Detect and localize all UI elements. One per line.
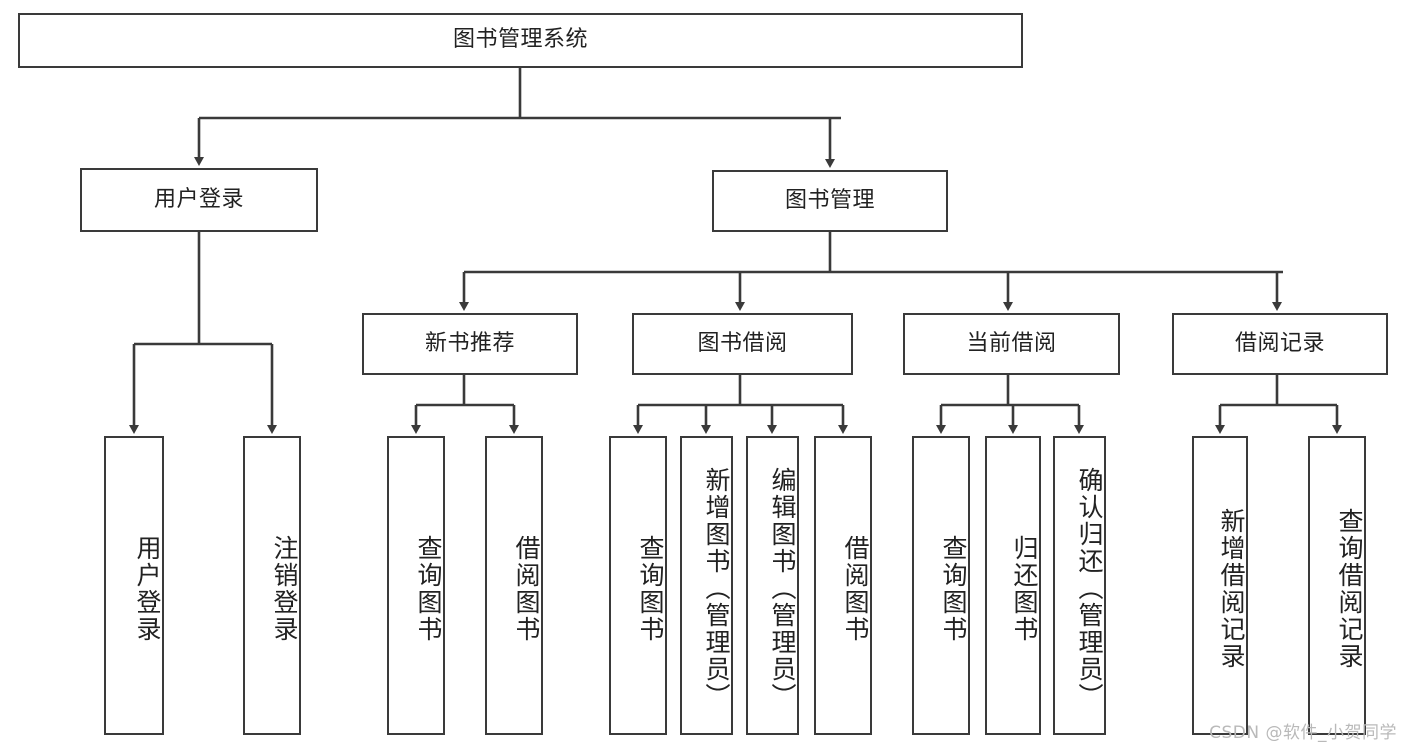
node-book-borrowing[interactable]: 图书借阅 [632, 313, 853, 375]
leaf-query-borrowing-record[interactable]: 查询借阅记录 [1308, 436, 1366, 735]
node-new-book-recommendation[interactable]: 新书推荐 [362, 313, 578, 375]
node-label: 归还图书 [1010, 534, 1039, 643]
leaf-borrow-book-recommendation[interactable]: 借阅图书 [485, 436, 543, 735]
leaf-query-book-current[interactable]: 查询图书 [912, 436, 970, 735]
node-label: 借阅图书 [841, 534, 870, 643]
node-book-management[interactable]: 图书管理 [712, 170, 948, 232]
leaf-query-book[interactable]: 查询图书 [609, 436, 667, 735]
leaf-user-login[interactable]: 用户登录 [104, 436, 164, 735]
node-label: 查询借阅记录 [1335, 507, 1364, 670]
node-label: 查询图书 [636, 534, 665, 643]
leaf-add-borrowing-record[interactable]: 新增借阅记录 [1192, 436, 1248, 735]
node-label: 借阅图书 [512, 534, 541, 643]
leaf-return-book[interactable]: 归还图书 [985, 436, 1041, 735]
leaf-confirm-return-admin[interactable]: 确认归还（管理员） [1053, 436, 1106, 735]
leaf-user-logout[interactable]: 注销登录 [243, 436, 301, 735]
node-label: 编辑图书（管理员） [768, 467, 797, 710]
node-label: 图书借阅 [697, 330, 788, 356]
leaf-add-book-admin[interactable]: 新增图书（管理员） [680, 436, 733, 735]
node-label: 用户登录 [133, 534, 162, 643]
node-label: 借阅记录 [1234, 330, 1325, 356]
node-label: 新书推荐 [424, 330, 515, 356]
node-label: 查询图书 [414, 534, 443, 643]
leaf-borrow-book[interactable]: 借阅图书 [814, 436, 872, 735]
node-label: 注销登录 [270, 534, 299, 643]
node-label: 当前借阅 [966, 330, 1057, 356]
node-label: 图书管理 [784, 187, 875, 213]
node-user-login[interactable]: 用户登录 [80, 168, 318, 232]
node-label: 用户登录 [153, 186, 244, 212]
node-label: 图书管理系统 [452, 27, 588, 53]
node-borrowing-records[interactable]: 借阅记录 [1172, 313, 1388, 375]
node-root-book-management-system[interactable]: 图书管理系统 [18, 13, 1023, 68]
node-current-borrowing[interactable]: 当前借阅 [903, 313, 1120, 375]
node-label: 查询图书 [939, 534, 968, 643]
node-label: 新增借阅记录 [1217, 507, 1246, 670]
node-label: 新增图书（管理员） [702, 467, 731, 710]
leaf-edit-book-admin[interactable]: 编辑图书（管理员） [746, 436, 799, 735]
leaf-query-book-recommendation[interactable]: 查询图书 [387, 436, 445, 735]
node-label: 确认归还（管理员） [1075, 467, 1104, 710]
csdn-watermark: CSDN @软件_小贺同学 [1209, 723, 1397, 743]
